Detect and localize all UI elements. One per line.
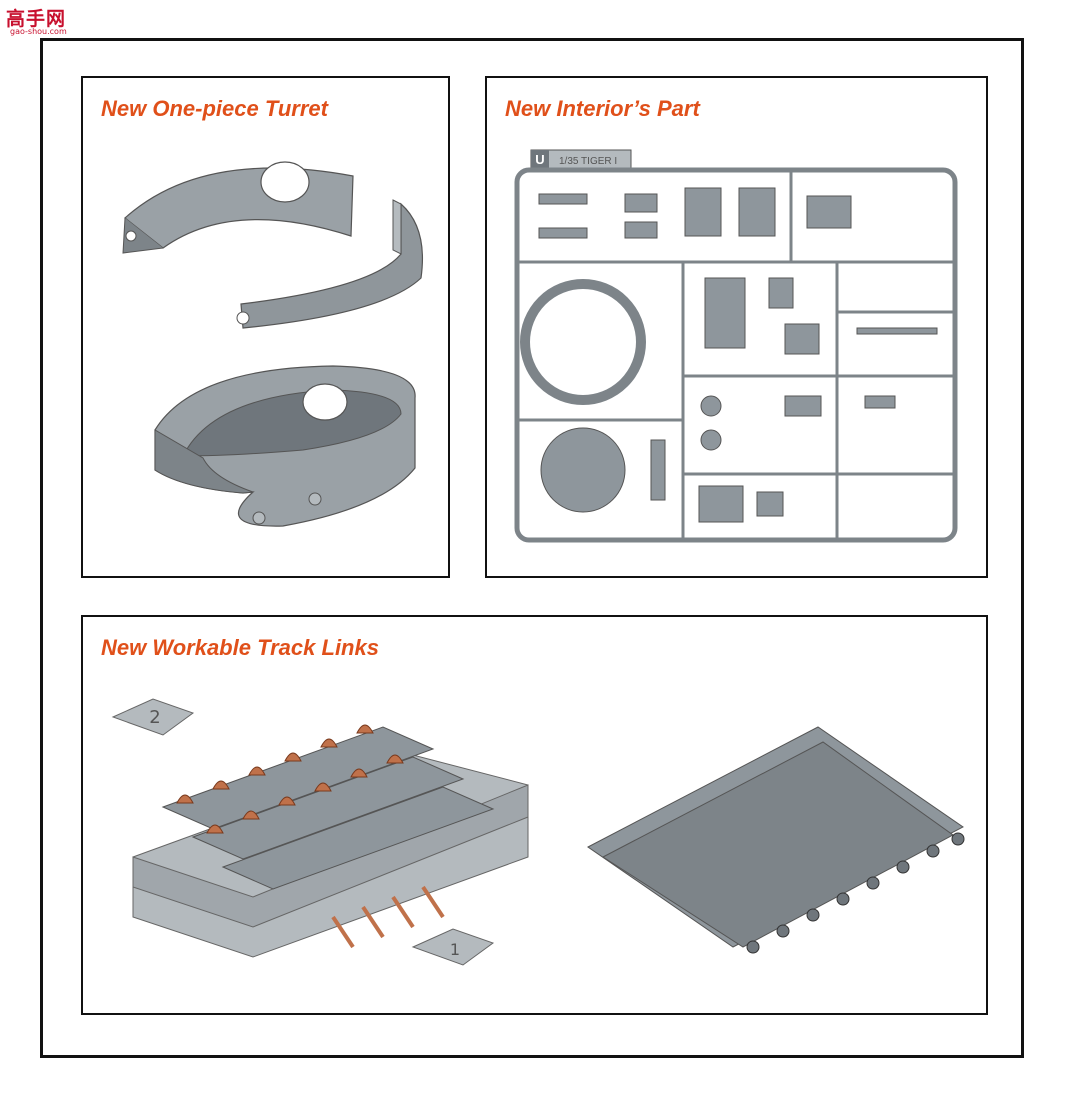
sprue-illustration: U 1/35 TIGER I [514,149,958,543]
panel-turret: New One-piece Turret [81,76,450,578]
watermark-subtext: gao-shou.com [10,27,67,36]
sprue-label: 1/35 TIGER I [559,156,617,167]
panel-interior: New Interior’s Part U 1/35 TIGER I [485,76,988,578]
panel-turret-title: New One-piece Turret [101,96,328,121]
panel-interior-title: New Interior’s Part [505,96,700,121]
watermark-text: 高手网 [6,8,67,30]
panel-track-links: New Workable Track Links 2 1 [81,615,988,1015]
tray-number-bottom: 1 [450,940,460,959]
sprue-letter: U [535,152,544,167]
panel-track-title: New Workable Track Links [101,635,379,660]
tray-number-top: 2 [149,707,160,728]
turret-illustration [122,161,424,527]
track-illustration: 2 1 [111,698,965,966]
site-watermark-logo: 高手网 gao-shou.com [6,4,70,36]
outer-frame [40,38,1024,1058]
